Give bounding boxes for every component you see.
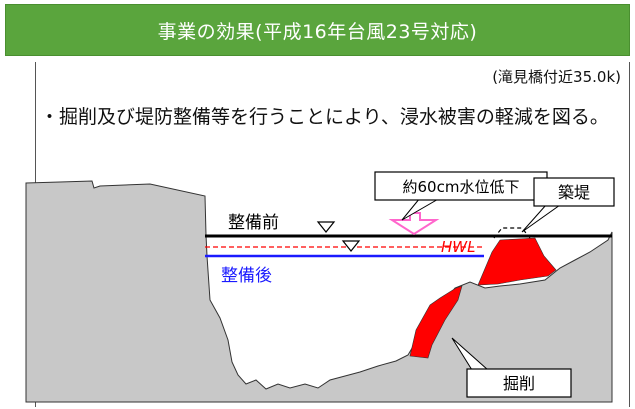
levee-outline-dashed: [493, 227, 531, 239]
label-hwl: HWL: [441, 238, 475, 256]
location-note: (滝見橋付近35.0k): [492, 68, 621, 86]
callout-excavation-box: [466, 368, 572, 398]
water-marker-after-icon: [341, 240, 361, 252]
page-title: 事業の効果(平成16年台風23号対応): [157, 20, 478, 43]
water-marker-before-icon: [316, 221, 336, 233]
callout-levee-text: 築堤: [558, 183, 590, 202]
levee-area: [477, 237, 557, 286]
label-after: 整備後: [221, 266, 272, 286]
water-drop-arrow-icon: [388, 212, 440, 236]
riverbed-terrain: [25, 180, 613, 403]
title-bar: 事業の効果(平成16年台風23号対応): [5, 4, 630, 56]
callout-levee-pointer: [521, 204, 562, 233]
excavation-area: [409, 285, 463, 359]
callout-water-drop-text: 約60cm水位低下: [403, 178, 520, 196]
callout-excavation-text: 掘削: [503, 374, 535, 393]
description-text: ・掘削及び堤防整備等を行うことにより、浸水被害の軽減を図る。: [40, 106, 609, 128]
callout-water-drop-box: [374, 171, 548, 201]
label-before: 整備前: [228, 213, 279, 233]
callout-levee-box: [533, 177, 615, 207]
